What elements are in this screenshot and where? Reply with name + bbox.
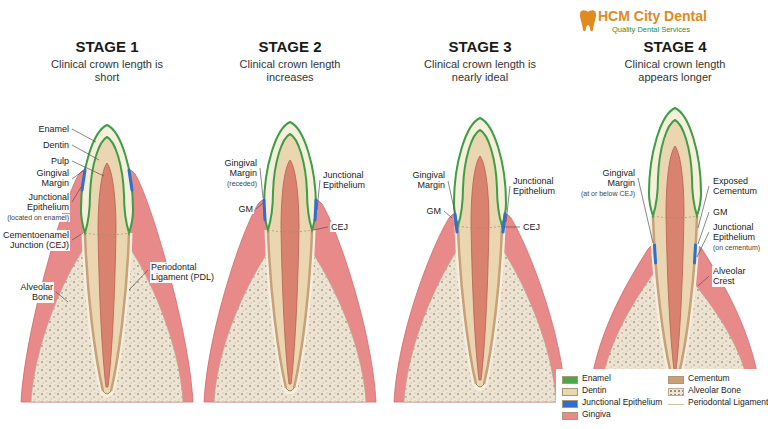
legend-swatch xyxy=(562,388,578,396)
stage-caption: Clinical crown length appears longer xyxy=(615,58,735,83)
logo-text: HCM City Dental xyxy=(598,8,707,24)
part-label: Exposed Cementum xyxy=(712,176,766,197)
part-note: (located on enamel) xyxy=(6,214,70,222)
part-label: Gingival Margin xyxy=(394,170,446,191)
legend-label: Cementum xyxy=(688,374,730,384)
part-label: Junctional Epithelium xyxy=(322,170,379,191)
part-label: Cementoenamel Junction (CEJ) xyxy=(0,230,70,251)
junctional-epithelium xyxy=(264,200,316,220)
part-label: Junctional Epithelium xyxy=(512,176,569,197)
junctional-epithelium xyxy=(82,170,132,190)
legend-label: Junctional Epithelium xyxy=(582,398,662,408)
legend-swatch xyxy=(668,376,684,384)
part-label: Gingival Margin xyxy=(206,158,258,179)
part-label: Junctional Epithelium xyxy=(13,192,70,213)
part-label: Pulp xyxy=(50,156,70,166)
part-label: Junctional Epithelium xyxy=(712,222,766,243)
stage-caption: Clinical crown length increases xyxy=(230,58,350,83)
tooth xyxy=(264,122,316,391)
part-label: Periodontal Ligament (PDL) xyxy=(150,262,216,283)
part-label: Gingival Margin xyxy=(18,168,70,189)
logo-icon xyxy=(580,10,596,31)
junctional-epithelium xyxy=(455,214,505,232)
junctional-epithelium xyxy=(655,245,696,263)
part-label: CEJ xyxy=(522,222,541,232)
stage-four-figure xyxy=(589,108,761,402)
part-label: GM xyxy=(712,207,729,217)
tooth xyxy=(81,125,133,394)
legend-label: Periodontal Ligament xyxy=(688,398,768,408)
part-label: CEJ xyxy=(330,222,349,232)
stage-heading: STAGE 3 xyxy=(400,38,560,55)
tooth xyxy=(454,118,506,387)
leader-lines xyxy=(56,129,709,302)
legend-label: Alveolar Bone xyxy=(688,386,741,396)
legend-label: Dentin xyxy=(582,386,607,396)
part-note: (at or below CEJ) xyxy=(580,190,636,198)
legend-swatch xyxy=(562,400,578,408)
part-label: GM xyxy=(426,206,443,216)
part-label: Enamel xyxy=(37,124,70,134)
part-label: Alveolar Crest xyxy=(712,266,766,287)
stage-three-figure xyxy=(394,118,566,402)
part-note: (receded) xyxy=(226,180,258,188)
legend-swatch xyxy=(668,388,684,396)
stage-heading: STAGE 4 xyxy=(595,38,755,55)
stage-heading: STAGE 1 xyxy=(27,38,187,55)
stage-caption: Clinical crown length is nearly ideal xyxy=(420,58,540,83)
part-note: (on cementum) xyxy=(712,244,761,252)
stage-two-figure xyxy=(204,122,376,402)
legend-label: Gingiva xyxy=(582,410,611,420)
legend-label: Enamel xyxy=(582,374,611,384)
logo-tagline: Quality Dental Services xyxy=(612,26,690,35)
part-label: Alveolar Bone xyxy=(2,282,54,303)
part-label: Gingival Margin xyxy=(584,168,636,189)
stage-heading: STAGE 2 xyxy=(210,38,370,55)
stage-caption: Clinical crown length is short xyxy=(47,58,167,83)
tooth xyxy=(649,108,701,377)
part-label: Dentin xyxy=(42,140,70,150)
legend-swatch xyxy=(562,412,578,420)
part-label: GM xyxy=(238,204,255,214)
legend-swatch xyxy=(562,376,578,384)
legend-swatch xyxy=(668,404,684,405)
